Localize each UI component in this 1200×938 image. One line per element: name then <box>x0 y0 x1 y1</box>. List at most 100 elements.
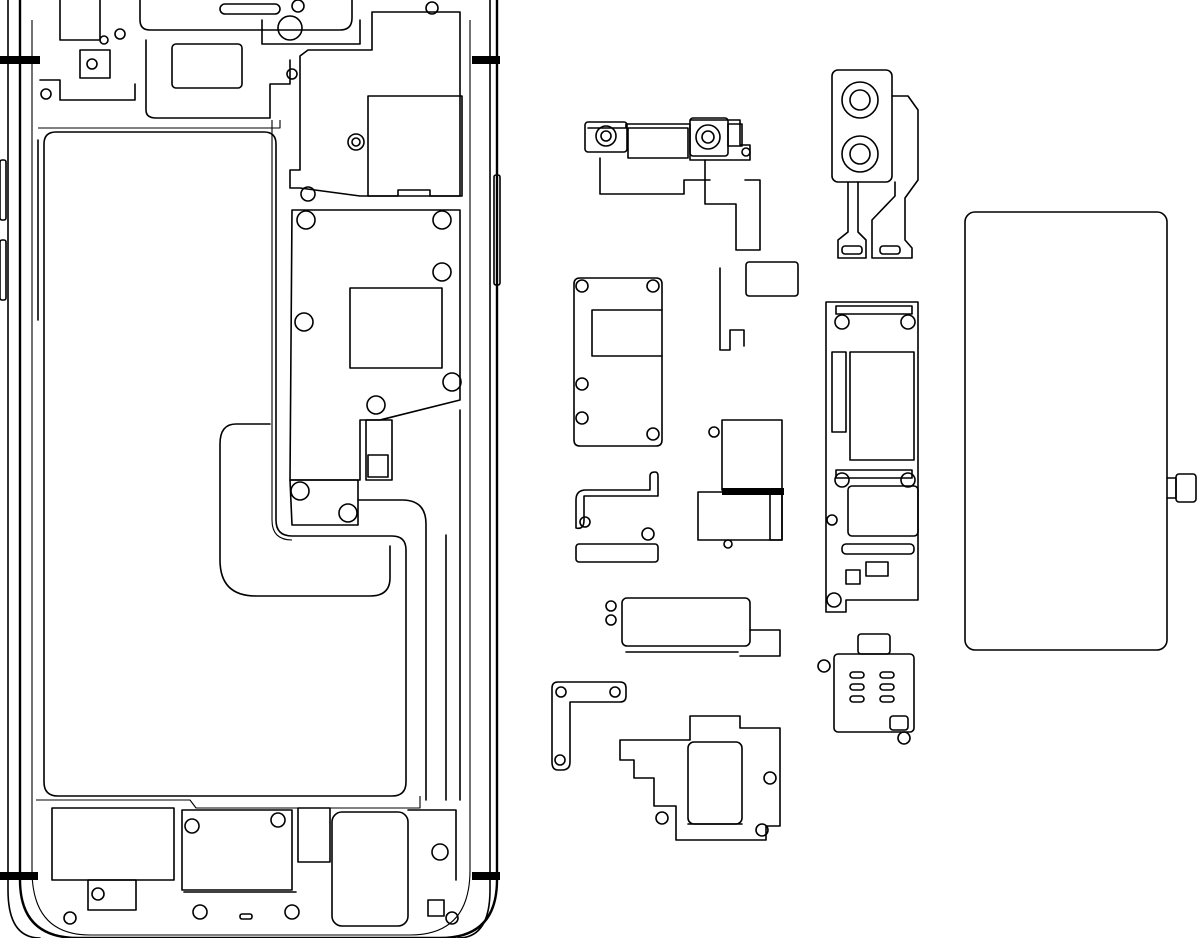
sim-contact-icon <box>849 683 865 691</box>
logic-board-lower-block <box>847 485 919 537</box>
antenna-band-top-right <box>472 56 500 64</box>
sim-contact-icon <box>879 683 895 691</box>
screw-icon <box>575 279 589 293</box>
battery-tray-bottom <box>36 796 421 809</box>
top-right-shield <box>286 1 463 202</box>
screw-icon <box>286 68 298 80</box>
bottom-shield-plate <box>181 809 293 891</box>
earpiece-lower <box>697 491 783 541</box>
top-sensor-housing <box>139 0 353 31</box>
board-side-strip <box>831 351 847 433</box>
face-id-lens-icon <box>695 124 721 150</box>
screw-icon <box>900 472 916 488</box>
top-left-bracket <box>79 49 111 79</box>
taptic-engine-slot <box>51 807 175 881</box>
rear-camera-lens-icon <box>849 143 871 165</box>
screw-icon <box>445 911 459 925</box>
screw-icon <box>605 600 617 612</box>
rear-camera-lens-icon <box>841 135 879 173</box>
shield-inner-block <box>367 95 463 197</box>
earpiece-slot <box>219 3 281 15</box>
proximity-sensor <box>291 0 305 13</box>
bottom-right-flex <box>407 809 457 881</box>
rear-camera-lens-icon <box>849 89 871 111</box>
loudspeaker-outline <box>619 715 781 841</box>
volume-down-button <box>0 239 7 301</box>
small-chip <box>845 569 861 585</box>
battery <box>36 120 421 809</box>
screw-icon <box>834 314 850 330</box>
screw-icon <box>284 904 300 920</box>
loudspeaker-membrane <box>687 741 743 825</box>
screw-icon <box>270 812 286 828</box>
screw-icon <box>114 28 126 40</box>
lightning-port-icon <box>239 913 253 920</box>
screw-icon <box>575 411 589 425</box>
front-camera-assembly <box>584 117 799 351</box>
screw-icon <box>86 58 98 70</box>
battery-cell-outline <box>43 131 407 797</box>
volume-up-button <box>0 159 7 221</box>
antenna-band-top-left <box>0 56 40 64</box>
top-left-flex <box>39 79 136 101</box>
loudspeaker-slot <box>331 811 409 927</box>
screw-icon <box>347 133 365 151</box>
connector-row <box>835 305 913 315</box>
screw-icon <box>575 377 589 391</box>
bottom-component-cluster <box>51 807 459 927</box>
bottom-right-clip <box>427 899 445 917</box>
screw-icon <box>646 279 660 293</box>
ambient-sensor <box>277 15 303 41</box>
face-id-lens-icon <box>701 130 715 144</box>
screw-icon <box>708 426 720 438</box>
bracket-cutout <box>591 309 663 357</box>
flex-connector-block <box>171 43 243 89</box>
screw-icon <box>723 539 733 549</box>
top-flex-cable <box>145 39 291 119</box>
sim-reader-body <box>833 653 915 733</box>
connector-row <box>841 543 915 555</box>
front-camera-flex-top <box>587 119 751 161</box>
rear-camera-flex-left <box>837 181 867 259</box>
phone-housing <box>0 0 501 938</box>
screw-icon <box>442 372 462 392</box>
front-camera-flex-right <box>704 159 761 251</box>
screw-icon <box>763 771 777 785</box>
screw-icon <box>826 592 842 608</box>
screw-icon <box>579 516 591 528</box>
logic-board-shield <box>289 209 462 801</box>
front-camera-lens-icon <box>595 125 617 147</box>
display-outline <box>964 211 1168 651</box>
screw-icon <box>817 659 831 673</box>
flex-connector <box>841 245 863 255</box>
shield-main-outline <box>289 209 461 481</box>
top-flex-link <box>261 19 361 45</box>
rear-camera-module <box>831 69 919 259</box>
small-bracket-top <box>575 471 659 530</box>
housing-right-rail <box>457 0 491 938</box>
sim-contact-icon <box>879 671 895 679</box>
small-bracket-bar <box>575 543 659 563</box>
flex-connector <box>879 245 901 255</box>
loudspeaker <box>619 715 781 841</box>
bottom-connector-block <box>297 807 331 863</box>
sim-contact-icon <box>849 671 865 679</box>
taptic-engine <box>605 597 781 657</box>
display-flex-tab <box>1166 477 1177 499</box>
screw-icon <box>609 686 621 698</box>
rear-camera-lens-icon <box>841 81 879 119</box>
screw-icon <box>431 843 449 861</box>
display-connector <box>1175 473 1197 503</box>
screw-icon <box>294 312 314 332</box>
antenna-band-bottom-right <box>472 872 500 880</box>
top-component-cluster <box>39 0 361 119</box>
screw-icon <box>366 395 386 415</box>
rear-camera-flex-right <box>871 95 919 259</box>
small-chip <box>865 561 889 577</box>
l-bracket <box>551 681 627 771</box>
earpiece-speaker <box>697 419 784 549</box>
board-flex-right <box>357 499 427 801</box>
screw-icon <box>63 911 77 925</box>
logic-board <box>825 301 919 613</box>
front-camera-flex <box>599 157 711 195</box>
